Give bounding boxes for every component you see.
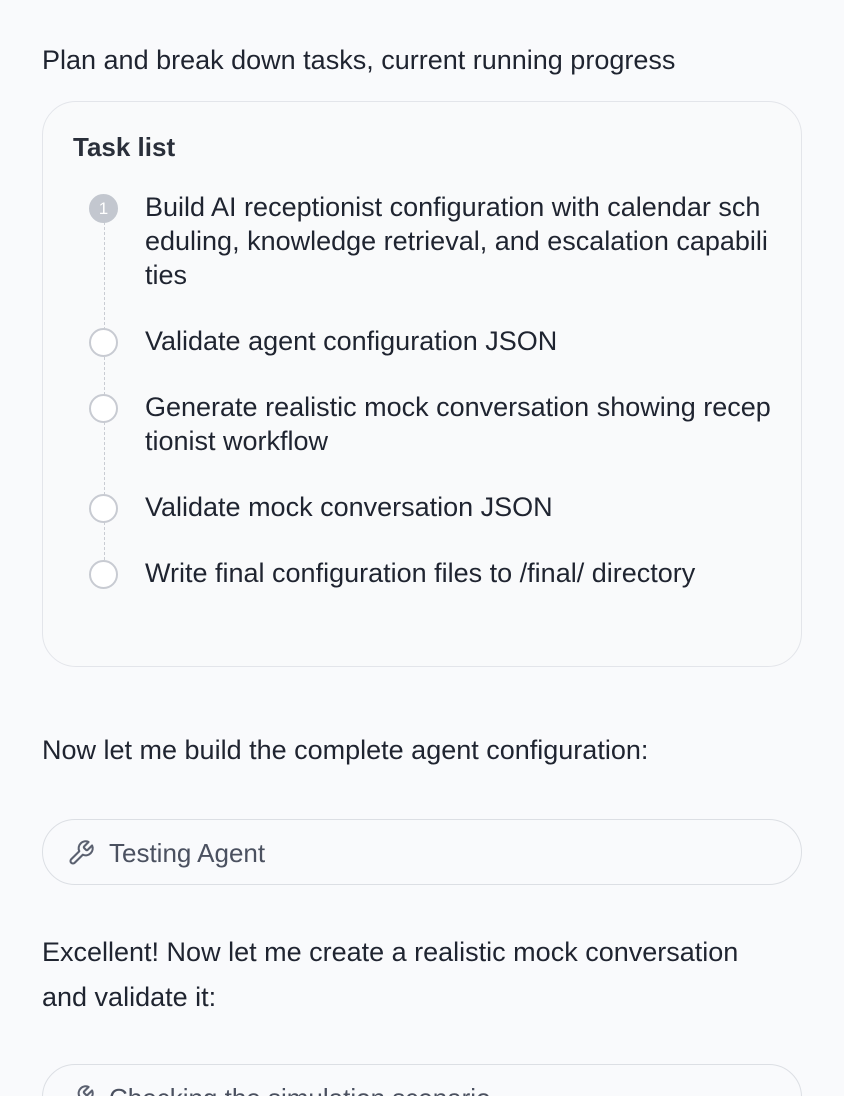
task-text: Validate agent configuration JSON: [145, 326, 558, 356]
task-text: Generate realistic mock conversation sho…: [145, 392, 771, 456]
tool-call-label: Testing Agent: [109, 838, 266, 868]
tool-call-checking-scenario[interactable]: Checking the simulation scenario: [42, 1064, 802, 1096]
wrench-icon: [69, 840, 94, 865]
task-text: Write final configuration files to /fina…: [145, 558, 696, 588]
intro-message: Plan and break down tasks, current runni…: [42, 45, 676, 75]
task-text: Validate mock conversation JSON: [145, 492, 553, 522]
task-list-card: Task list 1 Build AI receptionist config…: [42, 101, 802, 667]
task-list-title: Task list: [73, 132, 176, 162]
task-active-marker: 1: [89, 194, 118, 223]
task-pending-circle-icon: [89, 394, 118, 423]
wrench-icon: [77, 1085, 94, 1096]
task-text: Build AI receptionist configuration with…: [145, 192, 768, 290]
task-pending-circle-icon: [89, 494, 118, 523]
build-message: Now let me build the complete agent conf…: [42, 735, 649, 765]
tool-call-testing-agent[interactable]: Testing Agent: [42, 819, 802, 885]
task-pending-circle-icon: [89, 560, 118, 589]
task-timeline-line: [104, 207, 105, 575]
tool-call-label: Checking the simulation scenario: [109, 1081, 491, 1096]
task-pending-circle-icon: [89, 328, 118, 357]
excellent-message: Excellent! Now let me create a realistic…: [42, 937, 739, 1012]
